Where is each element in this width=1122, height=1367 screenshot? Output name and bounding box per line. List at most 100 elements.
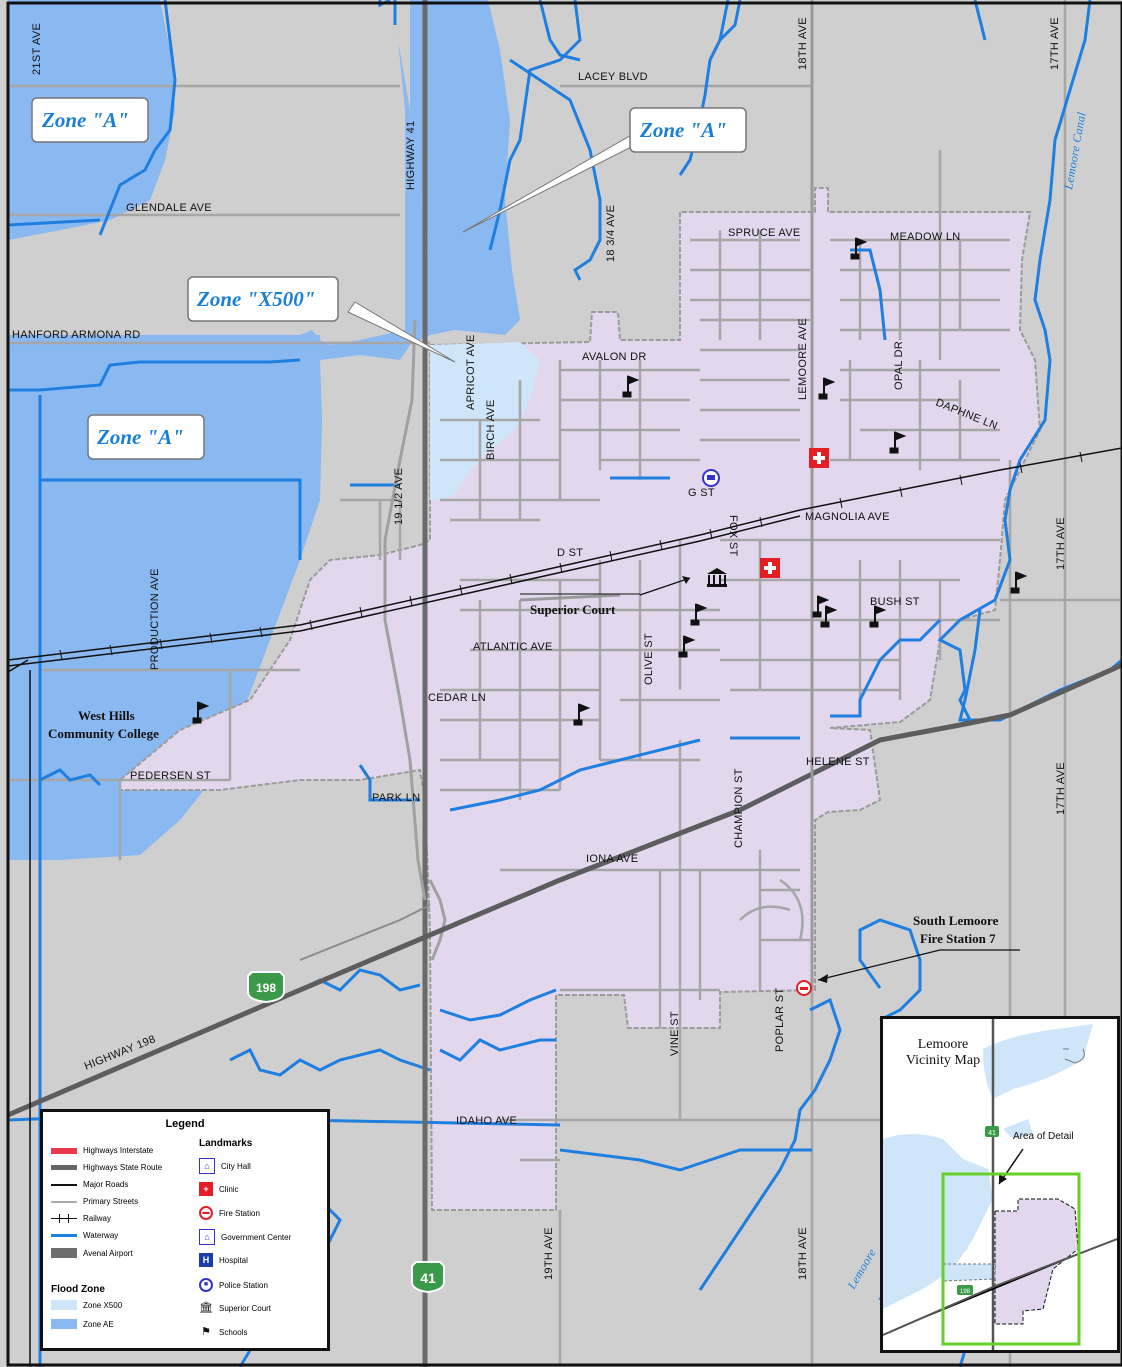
legend-swatch	[51, 1165, 77, 1170]
legend-item-waterway: Waterway	[51, 1231, 118, 1240]
police-station-icon[interactable]	[702, 469, 720, 487]
zone-a-box-2	[629, 107, 747, 153]
school-icon[interactable]	[850, 237, 868, 260]
clinic-icon[interactable]	[809, 448, 829, 468]
legend-item-superior-court: 🏛 Superior Court	[199, 1301, 271, 1315]
legend-label: Primary Streets	[83, 1197, 139, 1206]
fire-station-arrow	[818, 974, 828, 983]
street-idaho-ave: IDAHO AVE	[456, 1115, 517, 1127]
street-vine-st: VINE ST	[669, 1011, 681, 1056]
legend-swatch	[51, 1300, 77, 1310]
government-center-icon: ⌂	[199, 1229, 215, 1245]
vicinity-shield-198	[957, 1285, 973, 1295]
map-frame	[6, 1, 1122, 1367]
zone-x500-label: Zone "X500"	[196, 287, 315, 311]
highway-41-shield: 41	[411, 1261, 445, 1294]
school-icon[interactable]	[690, 603, 708, 626]
zone-x500-box	[187, 276, 339, 322]
legend-label: Clinic	[219, 1184, 239, 1194]
hospital-icon: H	[199, 1253, 213, 1267]
police-station-icon: ■	[199, 1278, 213, 1292]
label-fire-station-7: Fire Station 7	[920, 931, 996, 946]
legend-swatch	[51, 1200, 77, 1203]
street-18th-ave-bottom: 18TH AVE	[797, 1227, 809, 1280]
vicinity-map: Area of Detail 41 198 Lemoore Vicinity M…	[880, 1016, 1120, 1353]
legend-label: Railway	[83, 1214, 112, 1223]
school-markers[interactable]	[192, 237, 1028, 726]
school-icon[interactable]	[192, 701, 210, 724]
vicinity-title-line-2: Vicinity Map	[905, 1053, 981, 1068]
label-community-college: Community College	[48, 726, 159, 741]
street-poplar-st: POPLAR ST	[774, 988, 786, 1052]
clinic-markers[interactable]	[760, 448, 829, 578]
major-roads	[519, 0, 814, 990]
legend-item-city-hall: ⌂ City Hall	[199, 1158, 251, 1174]
zone-a-box-1	[31, 97, 149, 143]
legend-item-major-roads: Major Roads	[51, 1180, 128, 1189]
legend-swatch	[51, 1319, 77, 1329]
legend-swatch	[51, 1248, 77, 1258]
school-icon[interactable]	[820, 605, 838, 628]
legend-label: Highways State Route	[83, 1163, 163, 1172]
school-icon[interactable]	[869, 605, 887, 628]
label-superior-court: Superior Court	[530, 602, 616, 617]
label-south-lemoore: South Lemoore	[913, 913, 999, 928]
vicinity-map-canvas: Area of Detail 41 198	[883, 1019, 1117, 1350]
city-area	[119, 187, 1042, 1211]
zone-a-label-2: Zone "A"	[639, 118, 727, 142]
street-21st-ave: 21ST AVE	[31, 23, 43, 75]
superior-court-leader	[639, 577, 691, 596]
street-champion-st: CHAMPION ST	[733, 768, 745, 848]
school-icon[interactable]	[812, 595, 830, 618]
legend-label: Avenal Airport	[83, 1248, 133, 1258]
street-17th-ave-low: 17TH AVE	[1055, 762, 1067, 815]
street-meadow-ln: MEADOW LN	[890, 231, 961, 243]
zone-callouts: Zone "A" Zone "A" Zone "X500" Zone "A"	[31, 97, 747, 460]
vicinity-area-box	[941, 1172, 1081, 1346]
street-18th-ave-top: 18TH AVE	[797, 17, 809, 70]
street-17th-ave-mid: 17TH AVE	[1055, 517, 1067, 570]
city-hall-icon: ⌂	[199, 1158, 215, 1174]
vicinity-flood-north	[983, 1024, 1093, 1099]
school-icon[interactable]	[622, 375, 640, 398]
street-avalon-dr: AVALON DR	[582, 351, 647, 363]
railway-ticks	[59, 451, 1083, 661]
street-g-st: G ST	[688, 487, 715, 499]
street-opal-dr: OPAL DR	[893, 341, 905, 390]
street-helene-st: HELENE ST	[806, 756, 870, 768]
legend-label: Hospital	[219, 1255, 248, 1265]
zone-a-label-3: Zone "A"	[96, 425, 184, 449]
legend-item-highways-state-route: Highways State Route	[51, 1163, 162, 1172]
superior-court-icon[interactable]	[707, 568, 727, 587]
school-icon[interactable]	[818, 377, 836, 400]
legend-label: Zone X500	[83, 1300, 123, 1310]
fire-station-leader	[817, 949, 1020, 981]
school-icon[interactable]	[573, 703, 591, 726]
highway-198-shield: 198	[247, 971, 285, 1004]
legend-item-zone-x500: Zone X500	[51, 1300, 122, 1310]
legend-swatch	[51, 1183, 77, 1186]
street-fox-st: FOX ST	[727, 515, 739, 557]
clinic-icon[interactable]	[760, 558, 780, 578]
legend-flood-title: Flood Zone	[51, 1284, 105, 1295]
street-spruce-ave: SPRUCE AVE	[728, 227, 801, 239]
fire-station-icon[interactable]	[796, 980, 812, 996]
street-park-ln: PARK LN	[372, 792, 420, 804]
street-olive-st: OLIVE ST	[643, 633, 655, 685]
legend-label: Police Station	[219, 1280, 268, 1290]
superior-court-icon: 🏛	[199, 1302, 213, 1314]
legend-label: Superior Court	[219, 1303, 272, 1313]
legend-item-zone-ae: Zone AE	[51, 1319, 114, 1329]
zone-a-box-3	[87, 414, 205, 460]
street-birch-ave: BIRCH AVE	[485, 399, 497, 460]
street-glendale-ave: GLENDALE AVE	[126, 202, 212, 214]
street-atlantic-ave: ATLANTIC AVE	[473, 641, 553, 653]
school-icon[interactable]	[1010, 571, 1028, 594]
school-icon[interactable]	[678, 635, 696, 658]
legend-label: Waterway	[83, 1231, 119, 1240]
legend-title: Legend	[165, 1118, 205, 1130]
school-icon[interactable]	[889, 431, 907, 454]
legend-label: Government Center	[221, 1232, 292, 1242]
clinic-icon: +	[199, 1182, 213, 1196]
